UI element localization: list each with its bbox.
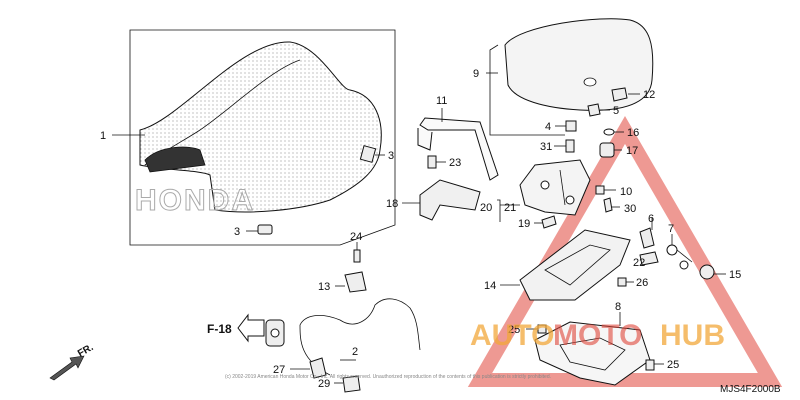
seat-group-outline [129, 29, 396, 246]
seat-clip-lower [257, 224, 273, 235]
callout-24: 24 [350, 231, 362, 243]
callout-18: 18 [386, 198, 398, 210]
callout-3b: 3 [234, 226, 240, 238]
diagram-code: MJS4F2000B [720, 384, 781, 395]
screw-30 [603, 197, 613, 213]
callout-17: 17 [626, 145, 638, 157]
rear-seat-cowl [504, 18, 654, 111]
bracket-27 [309, 357, 327, 379]
callout-6: 6 [648, 213, 654, 225]
callout-30: 30 [624, 203, 636, 215]
seat-lock-cable-2 [299, 298, 421, 376]
callout-5: 5 [613, 105, 619, 117]
callout-31: 31 [540, 141, 552, 153]
callout-20: 20 [480, 202, 492, 214]
nut-26 [617, 277, 627, 287]
clip-10 [595, 185, 605, 195]
cylinder-6 [639, 227, 655, 249]
grommet-15 [699, 264, 715, 280]
grab-rail [417, 117, 499, 181]
washer-16 [603, 128, 615, 136]
rubber-cushion-12 [611, 87, 628, 102]
callout-26: 26 [636, 277, 648, 289]
callout-1: 1 [100, 130, 106, 142]
front-direction-arrow [49, 355, 85, 381]
callout-11: 11 [436, 95, 447, 107]
nut-17 [599, 142, 615, 158]
reference-label: F-18 [207, 322, 232, 336]
plate-8 [534, 321, 651, 386]
bolt-23 [427, 155, 437, 169]
callout-22: 22 [633, 257, 645, 269]
callout-25a: 25 [508, 324, 520, 336]
callout-3a: 3 [388, 150, 394, 162]
callout-16: 16 [627, 127, 639, 139]
callout-19: 19 [518, 218, 530, 230]
callout-8: 8 [615, 301, 621, 313]
cover-22 [639, 251, 659, 266]
bracket-18 [419, 179, 481, 221]
callout-29: 29 [318, 378, 330, 390]
svg-text:AUTO: AUTO [470, 319, 554, 352]
bolt-24 [353, 249, 361, 263]
reference-arrow-f18 [237, 313, 265, 343]
main-seat: HONDA [135, 41, 382, 218]
svg-text:HUB: HUB [660, 319, 725, 352]
seat-clip-upper [359, 145, 377, 163]
callout-14: 14 [484, 280, 496, 292]
bolt-31 [565, 139, 575, 153]
front-label: FR. [76, 342, 96, 360]
callout-21: 21 [504, 202, 516, 214]
grommet-4 [565, 120, 577, 132]
cable-end-fitting [265, 319, 285, 347]
callout-27: 27 [273, 364, 285, 376]
cushion-5 [587, 103, 601, 117]
callout-9: 9 [473, 68, 479, 80]
holder-13 [344, 271, 367, 293]
watermark-text: AUTO MOTO HUB [470, 319, 725, 352]
bolt-25b [645, 359, 655, 371]
callout-2: 2 [352, 346, 358, 358]
callout-15: 15 [729, 269, 741, 281]
callout-23: 23 [449, 157, 461, 169]
callout-12: 12 [643, 89, 655, 101]
spring-19 [541, 215, 557, 229]
callout-13: 13 [318, 281, 330, 293]
seat-lock-assembly [519, 159, 591, 216]
seat-brand-text: HONDA [135, 184, 255, 217]
callout-25b: 25 [667, 359, 679, 371]
svg-text:MOTO: MOTO [553, 319, 642, 352]
callout-7: 7 [668, 223, 674, 235]
under-tray-14 [519, 229, 631, 301]
bolt-25a [537, 324, 547, 334]
copyright-text: (c) 2002-2019 American Honda Motor Co., … [225, 374, 551, 380]
callout-10: 10 [620, 186, 632, 198]
callout-4: 4 [545, 121, 551, 133]
clip-29 [342, 375, 361, 393]
